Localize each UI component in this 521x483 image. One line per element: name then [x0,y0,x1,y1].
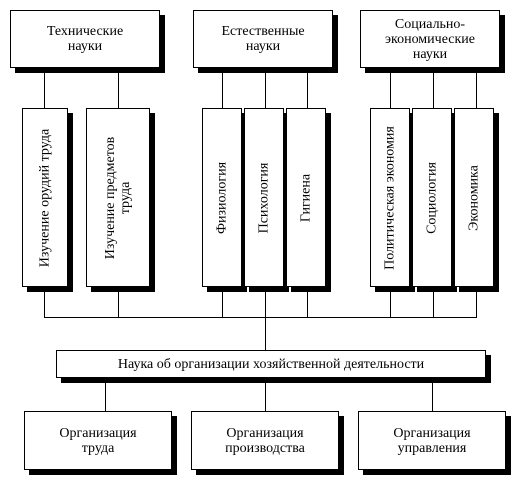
connector-line [307,287,308,317]
outcome-labor-box: Организация труда [24,411,172,470]
connector-line [433,287,434,317]
outcome-production-box: Организация производства [191,411,339,470]
central-science-label: Наука об организации хозяйственной деяте… [117,356,425,372]
science-objects-study-box: Изучение предметов труда [86,108,150,287]
science-sociology-box: Социология [412,108,452,287]
connector-line [265,317,266,350]
connector-line [222,287,223,317]
category-socio-economic-label: Социально-экономические науки [384,16,475,62]
science-sociology-label: Социология [424,161,440,234]
category-technical-label: Технические науки [46,24,124,54]
science-tools-study-label: Изучение орудий труда [37,128,53,267]
connector-line [390,68,391,108]
category-technical-box: Технические науки [10,10,160,68]
connector-line [265,287,266,317]
category-socio-economic-box: Социально-экономические науки [360,10,500,68]
outcome-management-box: Организация управления [358,411,506,470]
science-psychology-label: Психология [256,162,272,233]
science-objects-study-label: Изучение предметов труда [103,136,133,259]
central-science-box: Наука об организации хозяйственной деяте… [56,350,486,378]
connector-line [476,68,477,108]
connector-line [307,68,308,108]
science-psychology-box: Психология [244,108,284,287]
connector-line [265,378,266,411]
connector-line [44,287,45,317]
science-hygiene-box: Гигиена [286,108,326,287]
connector-line [118,68,119,108]
connector-line [118,287,119,317]
connector-line [105,378,106,411]
category-natural-box: Естественные науки [193,10,333,68]
science-political-economy-box: Политическая экономия [370,108,410,287]
science-economics-label: Экономика [466,164,482,231]
connector-line [222,68,223,108]
science-physiology-box: Физиология [202,108,242,287]
science-political-economy-label: Политическая экономия [382,125,398,270]
connector-line [44,68,45,108]
science-economics-box: Экономика [454,108,494,287]
outcome-production-label: Организация производства [225,425,305,456]
outcome-labor-label: Организация труда [59,425,137,456]
connector-line [265,68,266,108]
outcome-management-label: Организация управления [393,425,471,456]
connector-line [433,68,434,108]
connector-line [476,287,477,317]
category-natural-label: Естественные науки [221,24,305,54]
science-hygiene-label: Гигиена [298,173,314,222]
connector-bus [44,317,477,318]
connector-line [432,378,433,411]
science-physiology-label: Физиология [214,161,230,234]
connector-line [390,287,391,317]
science-tools-study-box: Изучение орудий труда [22,108,68,287]
